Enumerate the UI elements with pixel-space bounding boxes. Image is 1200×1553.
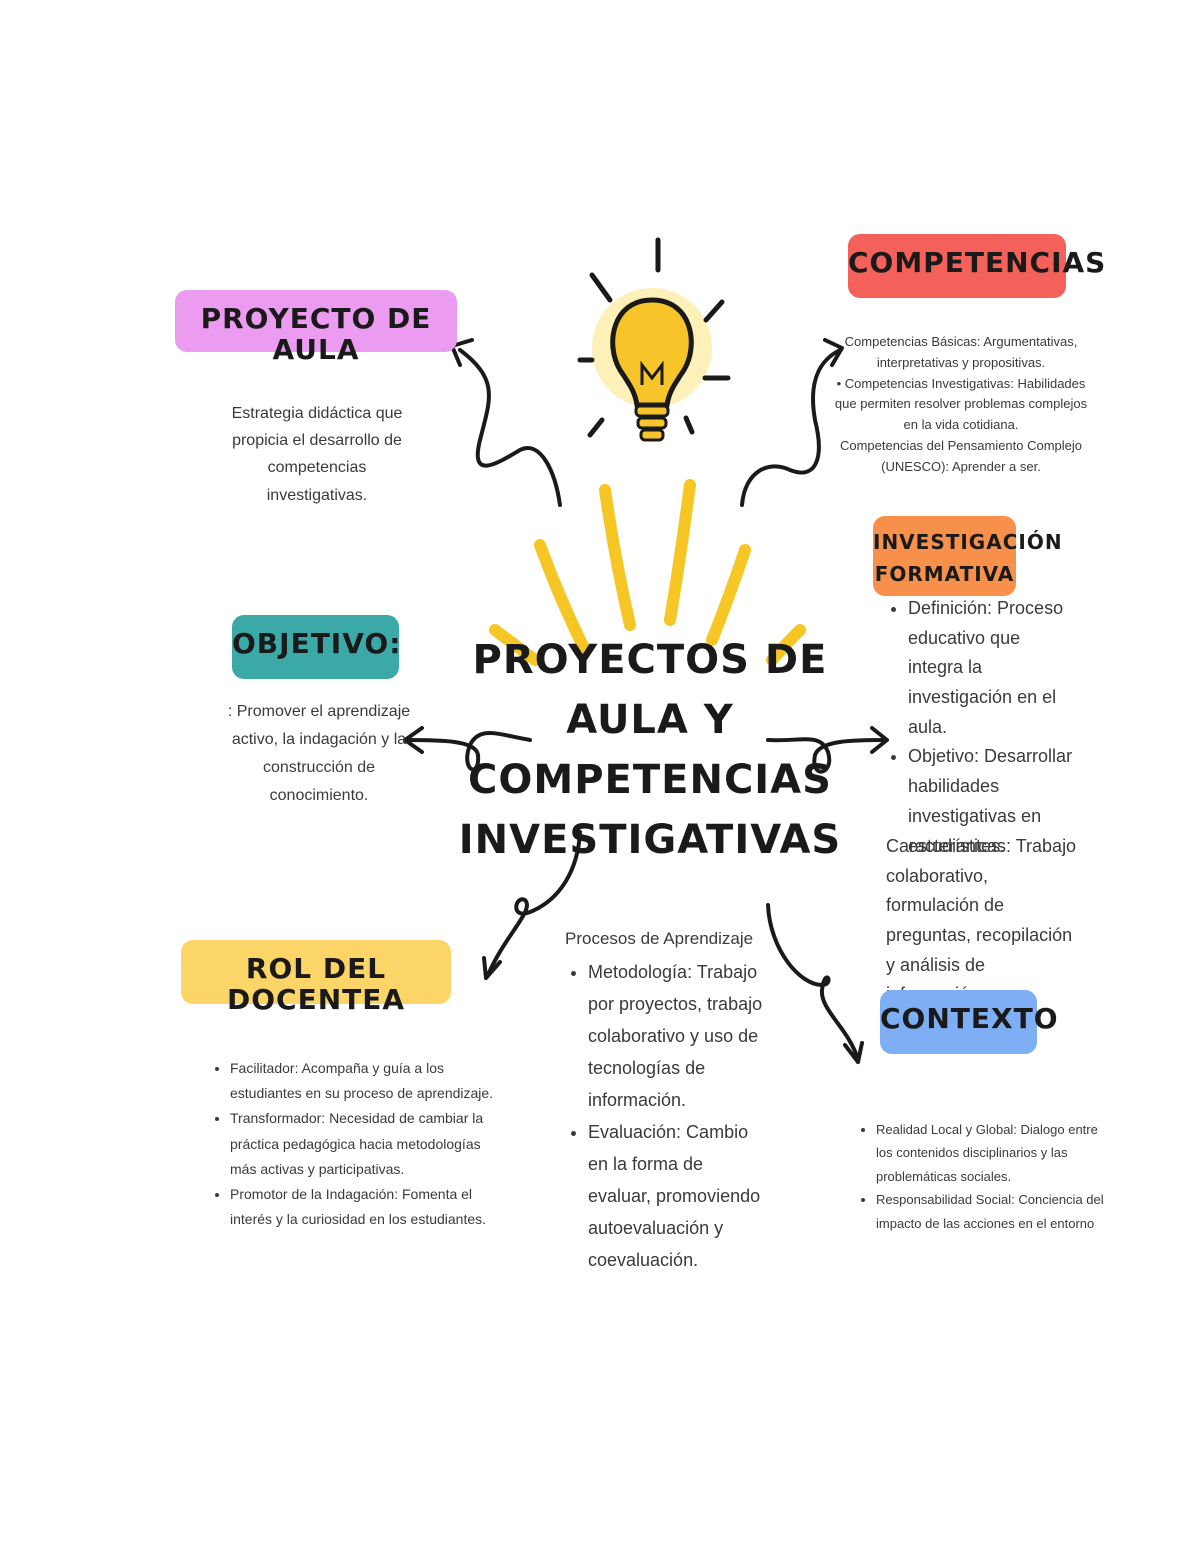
central-topic-line1: PROYECTOS DE AULA Y bbox=[472, 637, 828, 743]
contexto-item: Realidad Local y Global: Dialogo entre l… bbox=[876, 1118, 1108, 1188]
central-topic-line3: INVESTIGATIVAS bbox=[458, 817, 842, 863]
competencias-item: • Competencias Investigativas: Habilidad… bbox=[834, 375, 1088, 433]
objetivo-tag: OBJETIVO: bbox=[232, 615, 402, 679]
investigacion-formativa-tag: INVESTIGACIÓN FORMATIVA bbox=[873, 516, 1063, 596]
investigacion-title-line1: INVESTIGACIÓN bbox=[873, 530, 1063, 554]
proyecto-de-aula-title: PROYECTO DE AULA bbox=[200, 302, 432, 366]
procesos-title: Procesos de Aprendizaje bbox=[565, 929, 754, 948]
objetivo-title: OBJETIVO: bbox=[232, 627, 402, 660]
sun-ray-icon bbox=[489, 479, 806, 666]
rol-docente-tag: ROL DEL DOCENTEA bbox=[181, 940, 451, 1015]
procesos-item: Evaluación: Cambio en la forma de evalua… bbox=[588, 1116, 770, 1276]
central-topic: PROYECTOS DE AULA Y COMPETENCIAS INVESTI… bbox=[440, 630, 860, 870]
rol-item: Transformador: Necesidad de cambiar la p… bbox=[230, 1106, 502, 1182]
rol-item: Facilitador: Acompaña y guía a los estud… bbox=[230, 1056, 502, 1106]
competencias-title: COMPETENCIAS bbox=[848, 246, 1107, 279]
proyecto-de-aula-tag: PROYECTO DE AULA bbox=[175, 290, 457, 365]
investigacion-item: Objetivo: Desarrollar habilidades invest… bbox=[908, 742, 1080, 861]
contexto-tag: CONTEXTO bbox=[880, 990, 1058, 1054]
central-topic-line2: COMPETENCIAS bbox=[468, 757, 832, 803]
contexto-list: Realidad Local y Global: Dialogo entre l… bbox=[858, 1118, 1108, 1235]
rol-docente-list: Facilitador: Acompaña y guía a los estud… bbox=[212, 1056, 502, 1232]
curly-arrow-icon bbox=[403, 338, 889, 1064]
lightbulb-icon bbox=[577, 237, 731, 442]
objetivo-text: : Promover el aprendizaje activo, la ind… bbox=[227, 703, 411, 804]
procesos-item: Metodología: Trabajo por proyectos, trab… bbox=[588, 956, 770, 1116]
contexto-item: Responsabilidad Social: Conciencia del i… bbox=[876, 1188, 1108, 1235]
rol-item: Promotor de la Indagación: Fomenta el in… bbox=[230, 1182, 502, 1232]
competencias-item: Competencias del Pensamiento Complejo (U… bbox=[839, 437, 1083, 474]
contexto-title: CONTEXTO bbox=[880, 1002, 1059, 1035]
proyecto-de-aula-text: Estrategia didáctica que propicia el des… bbox=[231, 405, 403, 504]
competencias-list: Competencias Básicas: Argumentativas, in… bbox=[832, 332, 1090, 478]
competencias-tag: COMPETENCIAS bbox=[848, 234, 1105, 298]
investigacion-caracteristicas: Características: Trabajo colaborativo, f… bbox=[886, 836, 1077, 1004]
investigacion-title-line2: FORMATIVA bbox=[874, 562, 1015, 586]
investigacion-list: Definición: Proceso educativo que integr… bbox=[890, 594, 1080, 861]
rol-docente-title: ROL DEL DOCENTEA bbox=[226, 952, 406, 1016]
procesos-list: Metodología: Trabajo por proyectos, trab… bbox=[570, 956, 770, 1276]
competencias-item: Competencias Básicas: Argumentativas, in… bbox=[844, 334, 1078, 370]
investigacion-item: Definición: Proceso educativo que integr… bbox=[908, 594, 1080, 742]
